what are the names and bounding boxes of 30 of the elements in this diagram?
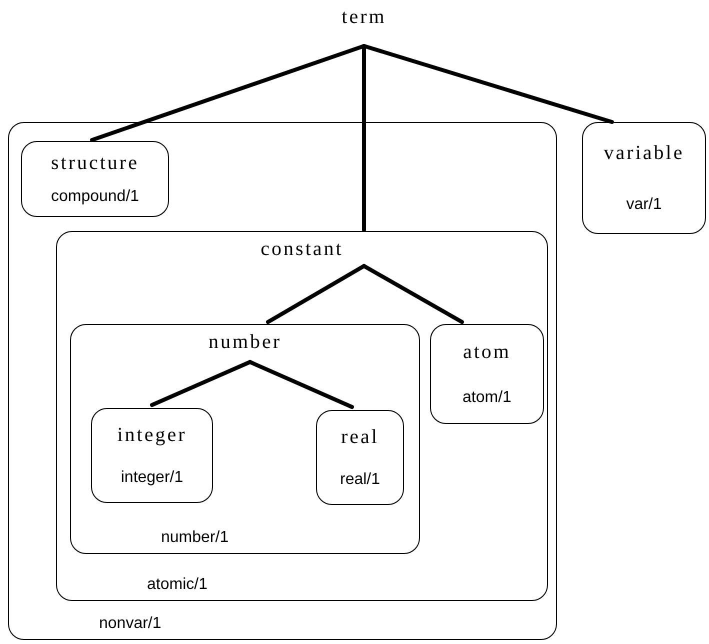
connector-line	[248, 360, 354, 409]
group-label: number/1	[161, 529, 229, 547]
rounded-box	[21, 141, 169, 217]
node-label: compound/1	[50, 188, 140, 206]
group-label: nonvar/1	[99, 615, 162, 633]
node-title: structure	[51, 152, 139, 176]
node-title: real	[341, 426, 379, 449]
rounded-box	[430, 324, 544, 424]
connector-line	[362, 44, 366, 232]
group-label: atomic/1	[147, 576, 208, 594]
group-box	[70, 324, 420, 554]
group-title: number	[207, 331, 283, 354]
connector-line	[362, 44, 614, 124]
connector-line	[150, 360, 252, 407]
rounded-box	[316, 410, 404, 505]
node-label: real/1	[340, 471, 380, 489]
rounded-box	[582, 122, 706, 234]
connector-line	[266, 264, 366, 324]
rounded-box	[91, 408, 213, 503]
group-title: constant	[260, 238, 344, 261]
node-label: term	[330, 6, 398, 36]
node-label: var/1	[626, 196, 662, 214]
node-title: atom	[463, 341, 511, 364]
node-title: integer	[117, 424, 187, 447]
node-label: atom/1	[462, 388, 512, 407]
group-box	[8, 122, 557, 640]
node-label: integer/1	[120, 469, 184, 487]
node-title: variable	[604, 142, 684, 166]
group-box	[56, 231, 548, 601]
connector-line	[362, 264, 464, 324]
